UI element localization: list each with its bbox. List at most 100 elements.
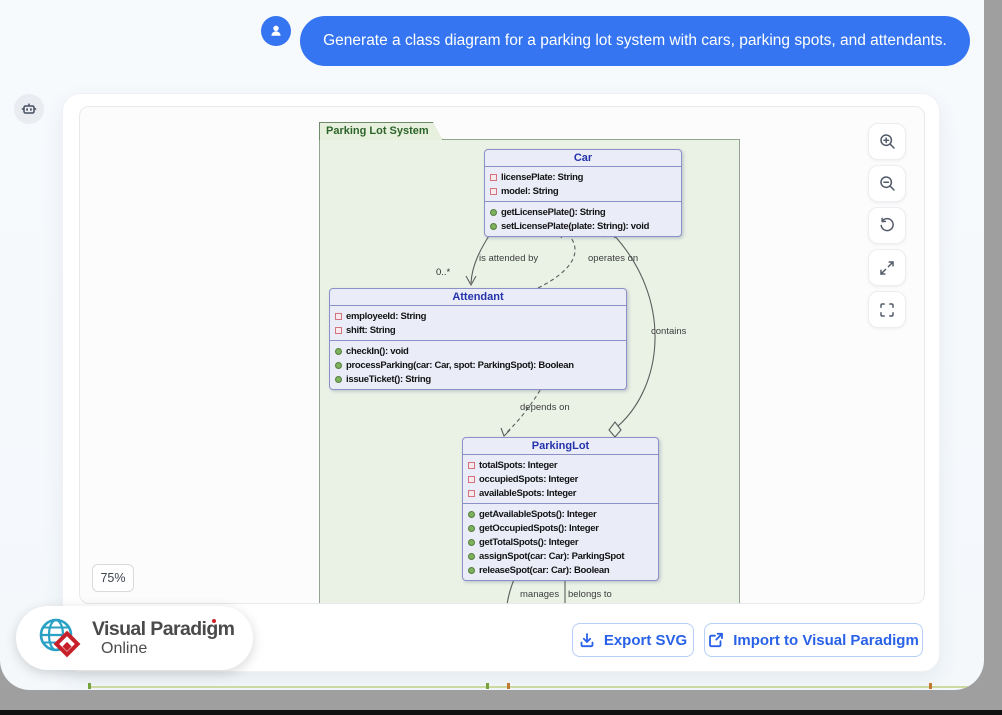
zoom-out-icon bbox=[879, 175, 896, 192]
visual-paradigm-logo[interactable]: Visual Paradigm Online bbox=[16, 606, 253, 670]
user-avatar bbox=[261, 16, 291, 46]
edge-label-manages: manages bbox=[520, 589, 559, 600]
member-text: occupiedSpots: Integer bbox=[479, 474, 578, 485]
class-attributes: licensePlate: String model: String bbox=[485, 167, 681, 201]
zoom-in-button[interactable] bbox=[868, 123, 906, 160]
cutoff-tick bbox=[486, 683, 489, 689]
uml-class-attendant[interactable]: Attendant employeeId: String shift: Strin… bbox=[329, 288, 627, 390]
public-method-icon bbox=[468, 511, 475, 518]
private-attribute-icon bbox=[468, 490, 475, 497]
zoom-out-button[interactable] bbox=[868, 165, 906, 202]
member-text: getTotalSpots(): Integer bbox=[479, 537, 578, 548]
expand-icon bbox=[879, 260, 895, 276]
private-attribute-icon bbox=[490, 188, 497, 195]
zoom-level-badge: 75% bbox=[92, 564, 134, 592]
export-svg-button[interactable]: Export SVG bbox=[572, 623, 694, 657]
person-icon bbox=[268, 23, 284, 39]
class-title: ParkingLot bbox=[463, 438, 658, 455]
public-method-icon bbox=[490, 209, 497, 216]
class-attributes: employeeId: String shift: String bbox=[330, 306, 626, 340]
edge-label-belongs-to: belongs to bbox=[568, 589, 612, 600]
member-text: availableSpots: Integer bbox=[479, 488, 576, 499]
class-title: Attendant bbox=[330, 289, 626, 306]
edge-label-depends-on: depends on bbox=[520, 402, 570, 413]
private-attribute-icon bbox=[490, 174, 497, 181]
robot-icon bbox=[20, 100, 38, 118]
logo-text: Visual Paradigm Online bbox=[92, 619, 234, 658]
uml-class-car[interactable]: Car licensePlate: String model: String ge… bbox=[484, 149, 682, 237]
attribute-row: licensePlate: String bbox=[490, 170, 677, 184]
fullscreen-icon bbox=[879, 302, 895, 318]
member-text: getOccupiedSpots(): Integer bbox=[479, 523, 599, 534]
method-row: checkIn(): void bbox=[335, 344, 622, 358]
attribute-row: employeeId: String bbox=[335, 309, 622, 323]
class-methods: getLicensePlate(): String setLicensePlate… bbox=[485, 201, 681, 236]
class-attributes: totalSpots: Integer occupiedSpots: Intege… bbox=[463, 455, 658, 503]
logo-i-dot bbox=[212, 619, 216, 623]
attribute-row: availableSpots: Integer bbox=[468, 486, 654, 500]
method-row: assignSpot(car: Car): ParkingSpot bbox=[468, 549, 654, 563]
method-row: getLicensePlate(): String bbox=[490, 205, 677, 219]
reset-view-button[interactable] bbox=[868, 207, 906, 244]
member-text: checkIn(): void bbox=[346, 346, 409, 357]
private-attribute-icon bbox=[335, 313, 342, 320]
edge-operates-on bbox=[538, 233, 575, 288]
member-text: employeeId: String bbox=[346, 311, 426, 322]
multiplicity-attendant-end: 0..* bbox=[436, 267, 450, 278]
method-row: processParking(car: Car, spot: ParkingSp… bbox=[335, 358, 622, 372]
class-title: Car bbox=[485, 150, 681, 167]
app-window: Generate a class diagram for a parking l… bbox=[0, 0, 984, 690]
method-row: releaseSpot(car: Car): Boolean bbox=[468, 563, 654, 577]
import-to-vp-button[interactable]: Import to Visual Paradigm bbox=[704, 623, 923, 657]
method-row: getTotalSpots(): Integer bbox=[468, 535, 654, 549]
attribute-row: occupiedSpots: Integer bbox=[468, 472, 654, 486]
user-message-bubble: Generate a class diagram for a parking l… bbox=[300, 16, 970, 66]
method-row: issueTicket(): String bbox=[335, 372, 622, 386]
member-text: setLicensePlate(plate: String): void bbox=[501, 221, 649, 232]
cutoff-tick bbox=[507, 683, 510, 689]
attribute-row: model: String bbox=[490, 184, 677, 198]
reset-view-icon bbox=[879, 217, 896, 234]
method-row: setLicensePlate(plate: String): void bbox=[490, 219, 677, 233]
private-attribute-icon bbox=[335, 327, 342, 334]
attribute-row: shift: String bbox=[335, 323, 622, 337]
class-methods: checkIn(): voidprocessParking(car: Car, … bbox=[330, 340, 626, 389]
public-method-icon bbox=[490, 223, 497, 230]
diagram-canvas[interactable]: Parking Lot System bbox=[79, 106, 925, 604]
download-icon bbox=[579, 632, 595, 648]
member-text: licensePlate: String bbox=[501, 172, 583, 183]
fullscreen-button[interactable] bbox=[868, 291, 906, 328]
user-message-text: Generate a class diagram for a parking l… bbox=[323, 32, 947, 50]
public-method-icon bbox=[468, 539, 475, 546]
public-method-icon bbox=[468, 567, 475, 574]
edge-label-contains: contains bbox=[651, 326, 686, 337]
public-method-icon bbox=[335, 348, 342, 355]
private-attribute-icon bbox=[468, 462, 475, 469]
expand-button[interactable] bbox=[868, 249, 906, 286]
member-text: model: String bbox=[501, 186, 558, 197]
logo-subtitle: Online bbox=[101, 640, 234, 658]
edge-label-is-attended-by: is attended by bbox=[479, 253, 538, 264]
uml-class-parkinglot[interactable]: ParkingLot totalSpots: Integer occupiedSp… bbox=[462, 437, 659, 581]
method-row: getOccupiedSpots(): Integer bbox=[468, 521, 654, 535]
method-row: getAvailableSpots(): Integer bbox=[468, 507, 654, 521]
viewer-toolbar bbox=[868, 123, 906, 328]
member-text: getAvailableSpots(): Integer bbox=[479, 509, 596, 520]
import-to-vp-label: Import to Visual Paradigm bbox=[733, 632, 919, 649]
member-text: shift: String bbox=[346, 325, 395, 336]
attribute-row: totalSpots: Integer bbox=[468, 458, 654, 472]
cutoff-content-edge bbox=[90, 686, 970, 688]
class-methods: getAvailableSpots(): Integer getOccupiedS… bbox=[463, 503, 658, 580]
zoom-level-text: 75% bbox=[100, 571, 125, 585]
member-text: getLicensePlate(): String bbox=[501, 207, 605, 218]
private-attribute-icon bbox=[468, 476, 475, 483]
member-text: releaseSpot(car: Car): Boolean bbox=[479, 565, 609, 576]
external-link-icon bbox=[708, 632, 724, 648]
screen-bottom-edge bbox=[0, 710, 1002, 715]
diagram-result-card: Parking Lot System bbox=[62, 93, 940, 672]
public-method-icon bbox=[468, 553, 475, 560]
member-text: totalSpots: Integer bbox=[479, 460, 557, 471]
public-method-icon bbox=[468, 525, 475, 532]
export-svg-label: Export SVG bbox=[604, 632, 687, 649]
globe-diamond-icon bbox=[36, 613, 86, 663]
